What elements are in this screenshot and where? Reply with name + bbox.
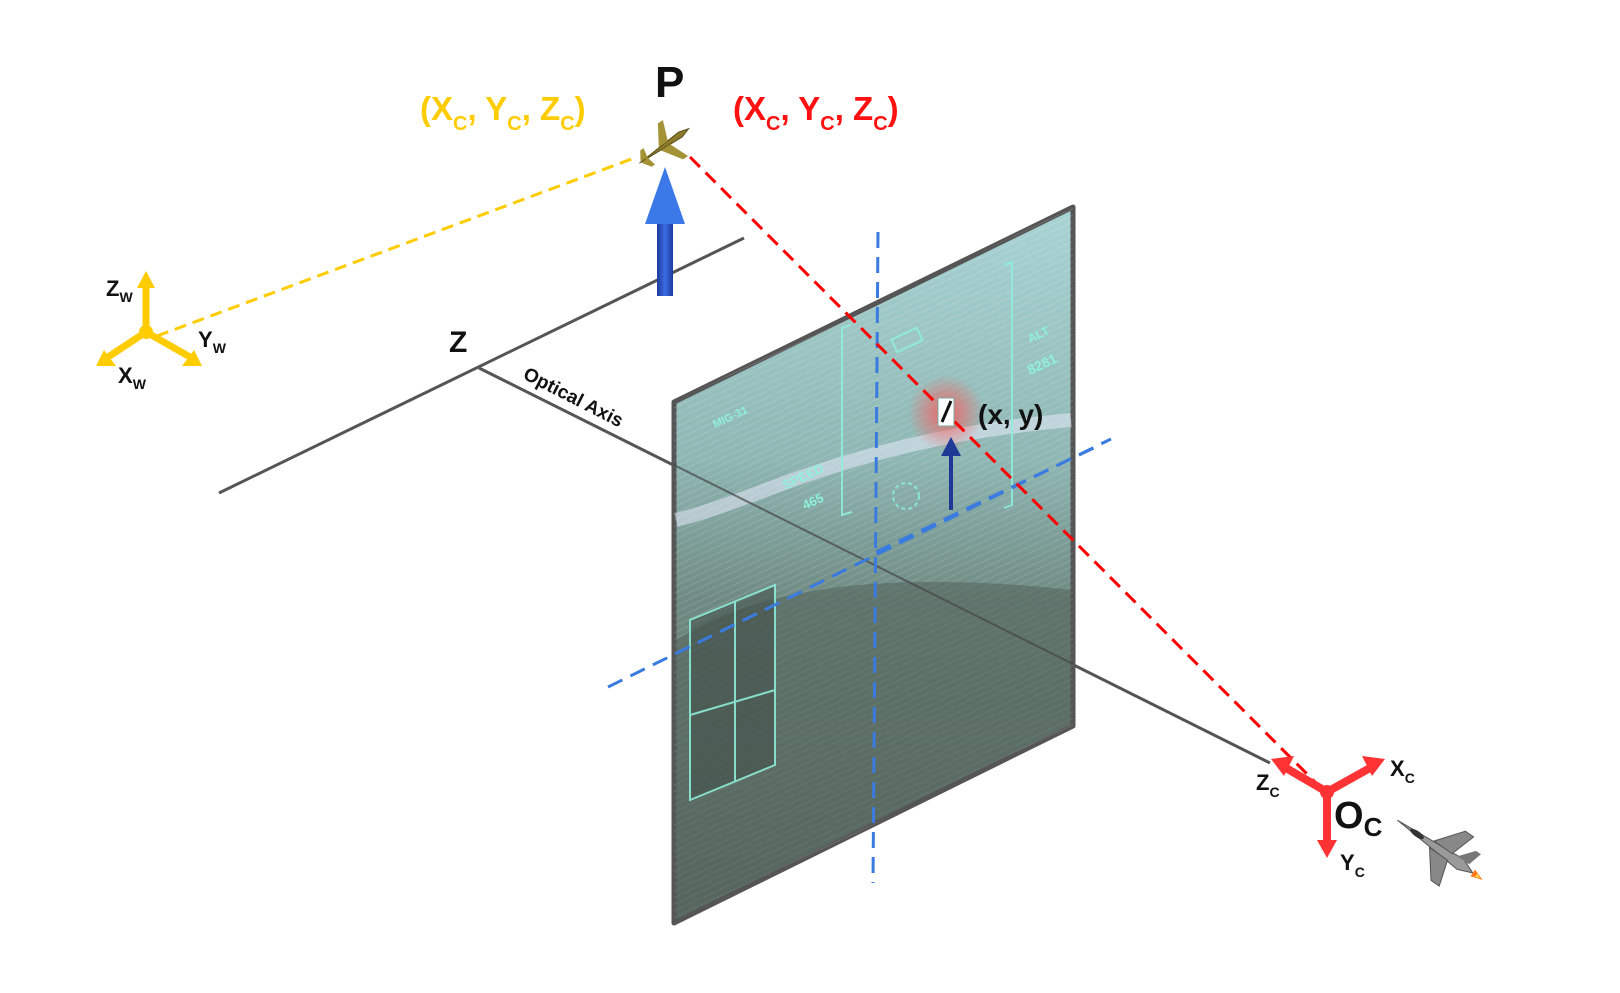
optical-axis-through-plane (673, 464, 1074, 665)
image-vertical-axis (871, 231, 880, 884)
image-point-marker (937, 397, 955, 427)
point-up-arrow-icon (645, 167, 685, 296)
camera-projection-line (688, 155, 1329, 796)
image-horizontal-offset (875, 443, 1101, 554)
hud-overlay (689, 260, 1013, 802)
image-arrow-icon (941, 437, 961, 510)
world-y-axis-label: YW (198, 327, 227, 356)
point-label: P (655, 58, 684, 107)
camera-y-axis-label: YC (1340, 850, 1365, 880)
world-z-axis-label: ZW (106, 276, 133, 305)
world-coords-label: (XC, YC, ZC) (420, 90, 586, 135)
world-axes-icon (96, 271, 202, 366)
camera-coords-label: (XC, YC, ZC) (733, 90, 899, 135)
hud-reticle (892, 482, 920, 510)
image-horizontal-axis (607, 437, 1112, 689)
camera-aircraft-icon (1397, 819, 1483, 887)
camera-x-axis-label: XC (1390, 756, 1415, 786)
hud-radar-box (689, 583, 776, 802)
target-aircraft-icon (639, 119, 690, 167)
camera-axes-icon (1271, 756, 1385, 858)
camera-z-axis-label: ZC (1256, 770, 1280, 800)
image-point-label: (x, y) (978, 399, 1043, 430)
z-label: Z (449, 326, 467, 359)
world-x-axis-label: XW (118, 363, 147, 392)
camera-origin-label: OC (1334, 795, 1383, 842)
world-projection-line (156, 155, 638, 338)
ground-line (218, 236, 745, 495)
